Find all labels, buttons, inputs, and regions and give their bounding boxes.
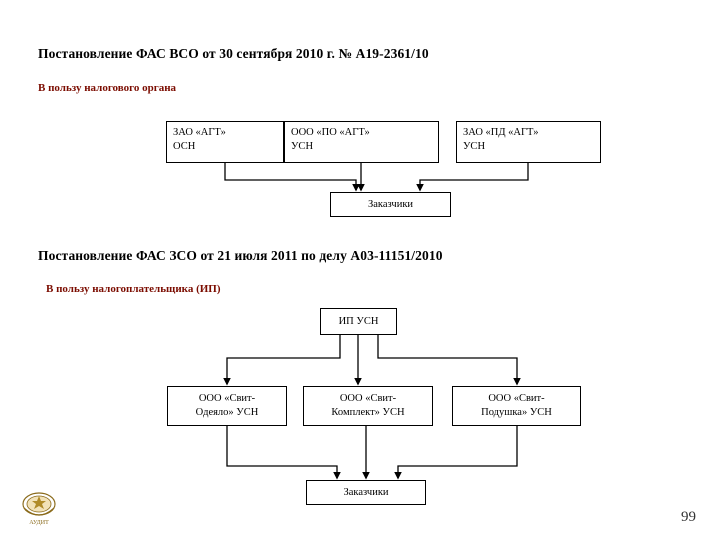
box-line2: УСН — [291, 141, 314, 152]
box-zao-pd-agt-usn: ЗАО «ПД «АГТ» УСН — [456, 121, 601, 163]
box-line1: ООО «Свит- — [339, 393, 397, 404]
box-ooo-svit-odeyalo: ООО «Свит- Одеяло» УСН — [167, 386, 287, 426]
box-line1: ООО «Свит- — [198, 393, 256, 404]
box-line1: ООО «ПО «АГТ» — [291, 127, 370, 138]
box-line2: Комплект» УСН — [331, 407, 405, 418]
box-zakazchiki-1: Заказчики — [330, 192, 451, 217]
page-number: 99 — [681, 509, 696, 525]
section2-subtitle: В пользу налогоплательщика (ИП) — [46, 283, 221, 295]
box-ooo-svit-komplekt: ООО «Свит- Комплект» УСН — [303, 386, 433, 426]
section2-title: Постановление ФАС ЗСО от 21 июля 2011 по… — [38, 248, 443, 263]
box-line2: ОСН — [173, 141, 196, 152]
box-line1: ЗАО «АГТ» — [173, 127, 226, 138]
box-line2: Подушка» УСН — [481, 407, 552, 418]
svg-text:АУДИТ: АУДИТ — [29, 520, 49, 526]
box-ooo-svit-podushka: ООО «Свит- Подушка» УСН — [452, 386, 581, 426]
box-line2: Одеяло» УСН — [195, 407, 259, 418]
box-ip-usn: ИП УСН — [320, 308, 397, 335]
section1-title: Постановление ФАС ВСО от 30 сентября 201… — [38, 46, 429, 61]
box-zao-agt-osn: ЗАО «АГТ» ОСН — [166, 121, 284, 163]
section1-subtitle: В пользу налогового органа — [38, 82, 177, 94]
box-ooo-po-agt-usn: ООО «ПО «АГТ» УСН — [284, 121, 439, 163]
box-line1: ЗАО «ПД «АГТ» — [463, 127, 539, 138]
box-line2: УСН — [463, 141, 486, 152]
organization-emblem-icon: АУДИТ — [22, 492, 56, 526]
box-line1: ООО «Свит- — [488, 393, 545, 404]
box-zakazchiki-2: Заказчики — [306, 480, 426, 505]
